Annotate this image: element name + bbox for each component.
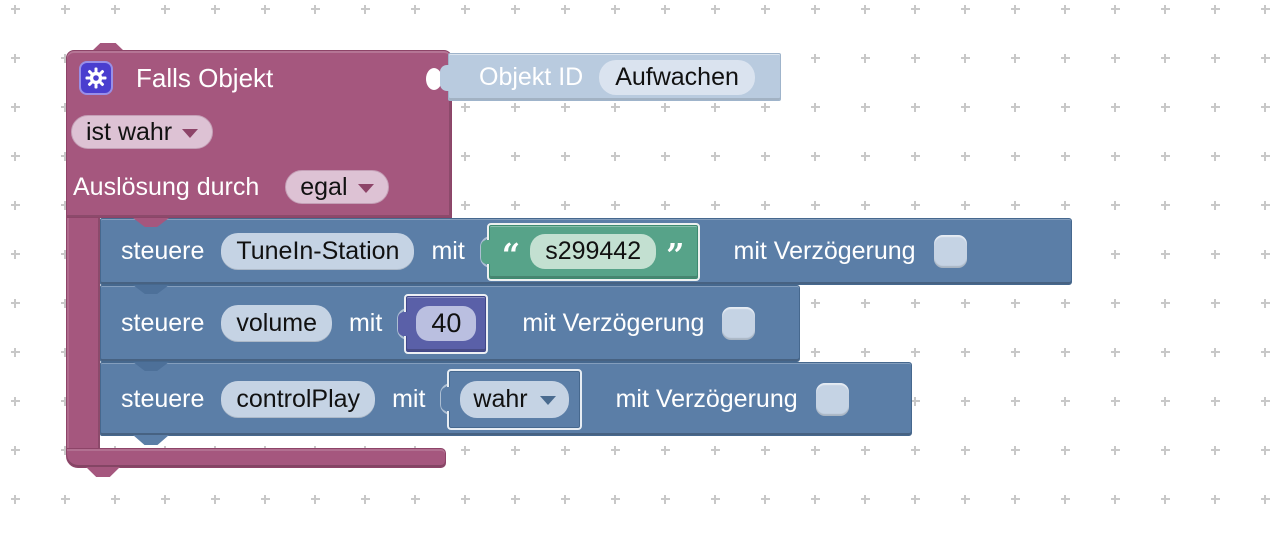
item-field[interactable]: TuneIn-Station — [221, 233, 415, 270]
item-field[interactable]: controlPlay — [221, 380, 376, 418]
state-dropdown-value: ist wahr — [86, 117, 173, 146]
delay-label: mit Verzögerung — [615, 384, 798, 413]
object-id-label: Objekt ID — [479, 62, 584, 91]
block-tab — [441, 387, 452, 411]
delay-label: mit Verzögerung — [733, 237, 916, 265]
boolean-dropdown-value: wahr — [473, 384, 528, 413]
notch — [133, 285, 169, 294]
boolean-dropdown[interactable]: wahr — [460, 380, 569, 418]
delay-checkbox[interactable] — [722, 307, 756, 340]
string-block[interactable]: “ s299442 ” — [480, 222, 700, 281]
verb-label: steuere — [121, 237, 205, 265]
if-block[interactable]: Falls Objekt ist wahr Auslösung durch eg… — [66, 50, 452, 218]
with-label: mit — [392, 384, 426, 413]
chevron-down-icon — [357, 184, 374, 193]
verb-label: steuere — [121, 384, 205, 413]
string-field[interactable]: s299442 — [530, 234, 657, 269]
value-socket-cut — [426, 68, 442, 90]
with-label: mit — [431, 237, 465, 265]
quote-open-icon: “ — [501, 235, 521, 274]
object-id-block[interactable]: Objekt ID Aufwachen — [440, 53, 781, 101]
boolean-block[interactable]: wahr — [441, 368, 582, 430]
chevron-down-icon — [182, 129, 199, 138]
notch — [133, 362, 169, 371]
chevron-down-icon — [539, 396, 556, 405]
if-block-title: Falls Objekt — [136, 62, 274, 93]
if-block-bottom-tab — [86, 467, 120, 477]
quote-close-icon: ” — [666, 235, 685, 274]
gear-icon[interactable] — [79, 61, 113, 95]
trigger-dropdown[interactable]: egal — [285, 170, 389, 204]
verb-label: steuere — [121, 309, 205, 337]
number-block[interactable]: 40 — [398, 293, 489, 354]
with-label: mit — [348, 309, 383, 337]
item-field[interactable]: volume — [221, 305, 332, 342]
delay-label: mit Verzögerung — [522, 309, 705, 337]
trigger-label: Auslösung durch — [73, 172, 260, 201]
command-block-controlplay[interactable]: steuere controlPlay mit wahr mit Verzöge… — [100, 362, 912, 445]
command-block-tunein[interactable]: steuere TuneIn-Station mit “ s299442 ” m… — [100, 218, 1072, 285]
block-tab — [480, 239, 491, 264]
notch — [133, 218, 169, 227]
state-dropdown[interactable]: ist wahr — [71, 115, 214, 149]
command-block-volume[interactable]: steuere volume mit 40 mit Verzögerung — [100, 285, 800, 362]
trigger-dropdown-value: egal — [300, 172, 348, 201]
if-block-bottom — [66, 448, 446, 468]
object-id-field[interactable]: Aufwachen — [599, 59, 755, 95]
delay-checkbox[interactable] — [933, 235, 967, 268]
block-tab — [398, 311, 409, 336]
if-block-top-tab — [92, 43, 124, 51]
number-field[interactable]: 40 — [416, 306, 477, 341]
if-block-spine — [66, 218, 100, 448]
block-bottom-tab — [133, 435, 169, 445]
delay-checkbox[interactable] — [815, 382, 849, 416]
